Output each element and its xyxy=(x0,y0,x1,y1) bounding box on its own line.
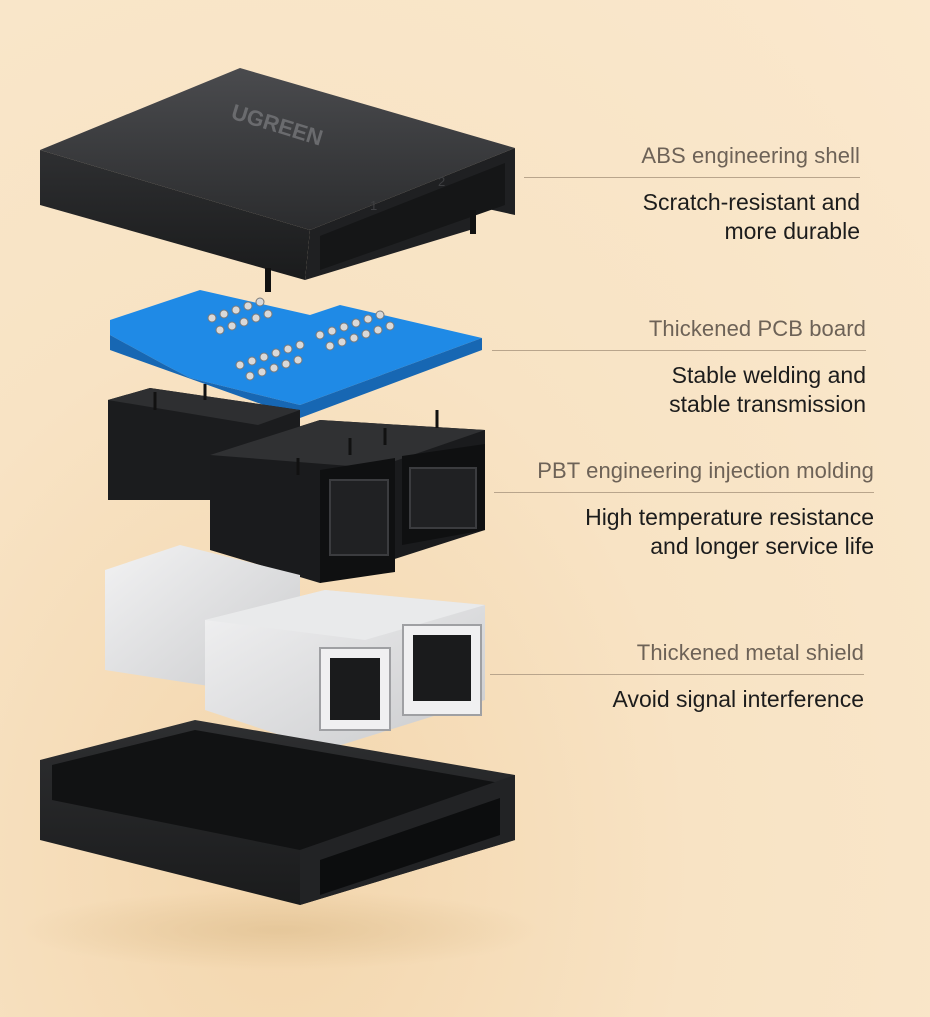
abs-top-shell: UGREEN 1 2 xyxy=(40,68,515,292)
callout-description-line: stable transmission xyxy=(669,391,866,417)
callout-description-line: Stable welding and xyxy=(671,362,866,388)
callout-description-line: more durable xyxy=(724,218,860,244)
callout-divider xyxy=(492,350,866,351)
callout-heading: Thickened metal shield xyxy=(636,640,864,665)
ground-shadow xyxy=(20,890,540,970)
callout-divider xyxy=(490,674,864,675)
callout-description-line: and longer service life xyxy=(650,533,874,559)
abs-bottom-shell xyxy=(40,720,515,905)
callout-description-line: Scratch-resistant and xyxy=(642,189,860,215)
callout-description-line: Avoid signal interference xyxy=(612,686,864,712)
callout-heading: PBT engineering injection molding xyxy=(537,458,874,483)
callout-pbt-molding: PBT engineering injection molding High t… xyxy=(494,458,874,561)
callout-divider xyxy=(524,177,860,178)
metal-shield xyxy=(105,545,485,750)
callout-heading: ABS engineering shell xyxy=(641,143,860,168)
pbt-jack-housing xyxy=(108,384,485,583)
port-label-1: 1 xyxy=(370,198,377,213)
callout-heading: Thickened PCB board xyxy=(648,316,866,341)
pcb-board xyxy=(110,290,482,418)
callout-metal-shield: Thickened metal shield Avoid signal inte… xyxy=(490,640,864,714)
callout-divider xyxy=(494,492,874,493)
port-label-2: 2 xyxy=(438,174,445,189)
callout-pcb-board: Thickened PCB board Stable welding and s… xyxy=(492,316,866,419)
callout-description-line: High temperature resistance xyxy=(585,504,874,530)
callout-abs-shell: ABS engineering shell Scratch-resistant … xyxy=(524,143,860,246)
